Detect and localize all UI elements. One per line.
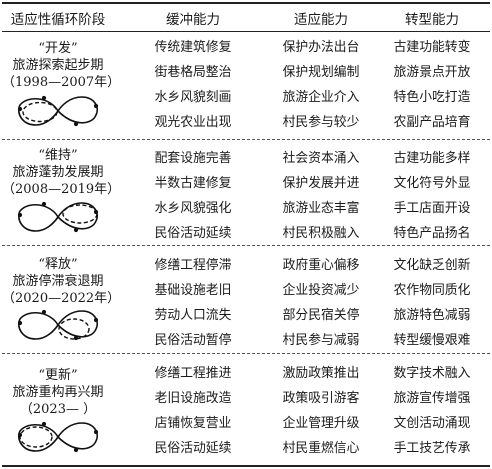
stage-2-label: “维持” 旅游蓬勃发展期 （2008—2019年） — [2, 147, 121, 198]
row2-buffer: 配套设施完善 半数古建修复 水乡风貌强化 民俗活动延续 — [138, 146, 248, 246]
header-adapt: 适应能力 — [294, 12, 348, 28]
stage-3-label: “释放” 旅游停滞衰退期 （2020—2022年） — [2, 256, 121, 307]
cell-text: 旅游景点开放 — [393, 65, 471, 80]
adaptive-cycle-icon-conservation — [17, 201, 99, 233]
cell-text: 街巷格局整治 — [154, 65, 232, 80]
cell-text: 半数古建修复 — [154, 176, 232, 191]
cell-text: 保护规划编制 — [282, 65, 360, 80]
bottom-rule — [2, 465, 490, 467]
row3-adapt: 政府重心偏移 企业投资减少 部分民宿关停 村民参与减弱 — [266, 253, 376, 353]
stage-name: “开发” — [38, 41, 78, 56]
cell-text: 保护办法出台 — [282, 40, 360, 55]
header-buffer: 缓冲能力 — [166, 12, 220, 28]
cell-text: 民俗活动暂停 — [154, 333, 232, 348]
adaptive-cycle-icon-release — [17, 309, 99, 341]
adaptive-cycle-icon-reorganization — [17, 421, 99, 453]
cell-text: 文创活动涌现 — [393, 416, 471, 431]
stage-1-label: “开发” 旅游探索起步期 （1998—2007年） — [2, 40, 121, 91]
header-transform: 转型能力 — [405, 12, 459, 28]
cell-text: 旅游业态丰富 — [282, 201, 360, 216]
cell-text: 村民重燃信心 — [282, 441, 360, 456]
row2-adapt: 社会资本涌入 保护发展并进 旅游业态丰富 村民积极融入 — [266, 146, 376, 246]
stage-period: （2023— ） — [19, 402, 97, 417]
cell-text: 企业管理升级 — [282, 416, 360, 431]
cell-text: 修缮工程停滞 — [154, 258, 232, 273]
cell-text: 企业投资减少 — [282, 283, 360, 298]
cell-text: 手工技艺传承 — [393, 441, 471, 456]
stage-title: 旅游蓬勃发展期 — [12, 165, 104, 180]
cell-text: 观光农业出现 — [154, 115, 232, 130]
row4-adapt: 激励政策推出 政策吸引游客 企业管理升级 村民重燃信心 — [266, 361, 376, 461]
cell-text: 社会资本涌入 — [282, 151, 360, 166]
cell-text: 传统建筑修复 — [154, 40, 232, 55]
cell-text: 文化符号外显 — [393, 176, 471, 191]
cell-text: 农作物同质化 — [393, 283, 471, 298]
cell-text: 旅游企业介入 — [282, 90, 360, 105]
cell-text: 基础设施老旧 — [154, 283, 232, 298]
cell-text: 旅游宣传增强 — [393, 391, 471, 406]
cell-text: 手工店面开设 — [393, 201, 471, 216]
adaptive-cycle-icon-exploitation — [17, 95, 99, 127]
cell-text: 激励政策推出 — [282, 366, 360, 381]
cell-text: 转型缓慢艰难 — [393, 333, 471, 348]
cell-text: 特色小吃打造 — [393, 90, 471, 105]
row4-buffer: 修缮工程推进 老旧设施改造 店铺恢复营业 民俗活动延续 — [138, 361, 248, 461]
stage-name: “更新” — [38, 368, 78, 383]
stage-name: “维持” — [38, 148, 78, 163]
cell-text: 古建功能转变 — [393, 40, 471, 55]
cell-text: 部分民宿关停 — [282, 308, 360, 323]
stage-title: 旅游重构再兴期 — [12, 385, 104, 400]
cell-text: 村民参与较少 — [282, 115, 360, 130]
cell-text: 老旧设施改造 — [154, 391, 232, 406]
cell-text: 政府重心偏移 — [282, 258, 360, 273]
cell-text: 政策吸引游客 — [282, 391, 360, 406]
cell-text: 修缮工程推进 — [154, 366, 232, 381]
row-divider-3 — [2, 353, 490, 354]
cell-text: 店铺恢复营业 — [154, 416, 232, 431]
top-rule — [2, 2, 490, 4]
cell-text: 水乡风貌强化 — [154, 201, 232, 216]
cell-text: 民俗活动延续 — [154, 441, 232, 456]
stage-period: （2020—2022年） — [2, 291, 121, 306]
cell-text: 旅游特色减弱 — [393, 308, 471, 323]
cell-text: 文化缺乏创新 — [393, 258, 471, 273]
cell-text: 农副产品培育 — [393, 115, 471, 130]
cell-text: 古建功能多样 — [393, 151, 471, 166]
row1-buffer: 传统建筑修复 街巷格局整治 水乡风貌刻画 观光农业出现 — [138, 35, 248, 135]
cell-text: 村民参与减弱 — [282, 333, 360, 348]
row1-transform: 古建功能转变 旅游景点开放 特色小吃打造 农副产品培育 — [376, 35, 488, 135]
row4-transform: 数字技术融入 旅游宣传增强 文创活动涌现 手工技艺传承 — [376, 361, 488, 461]
cell-text: 特色产品扬名 — [393, 226, 471, 241]
stage-period: （2008—2019年） — [2, 182, 121, 197]
cell-text: 配套设施完善 — [154, 151, 232, 166]
stage-name: “释放” — [38, 257, 78, 272]
stage-period: （1998—2007年） — [2, 75, 121, 90]
header-rule — [2, 31, 490, 32]
cell-text: 水乡风貌刻画 — [154, 90, 232, 105]
stage-4-label: “更新” 旅游重构再兴期 （2023— ） — [2, 367, 114, 418]
stage-title: 旅游停滞衰退期 — [12, 274, 104, 289]
row1-adapt: 保护办法出台 保护规划编制 旅游企业介入 村民参与较少 — [266, 35, 376, 135]
row-divider-1 — [2, 139, 490, 140]
row-divider-2 — [2, 245, 490, 246]
row3-transform: 文化缺乏创新 农作物同质化 旅游特色减弱 转型缓慢艰难 — [376, 253, 488, 353]
cell-text: 民俗活动延续 — [154, 226, 232, 241]
cell-text: 保护发展并进 — [282, 176, 360, 191]
row3-buffer: 修缮工程停滞 基础设施老旧 劳动人口流失 民俗活动暂停 — [138, 253, 248, 353]
cell-text: 村民积极融入 — [282, 226, 360, 241]
cell-text: 劳动人口流失 — [154, 308, 232, 323]
stage-title: 旅游探索起步期 — [12, 58, 104, 73]
cell-text: 数字技术融入 — [393, 366, 471, 381]
header-stage: 适应性循环阶段 — [10, 12, 106, 28]
row2-transform: 古建功能多样 文化符号外显 手工店面开设 特色产品扬名 — [376, 146, 488, 246]
